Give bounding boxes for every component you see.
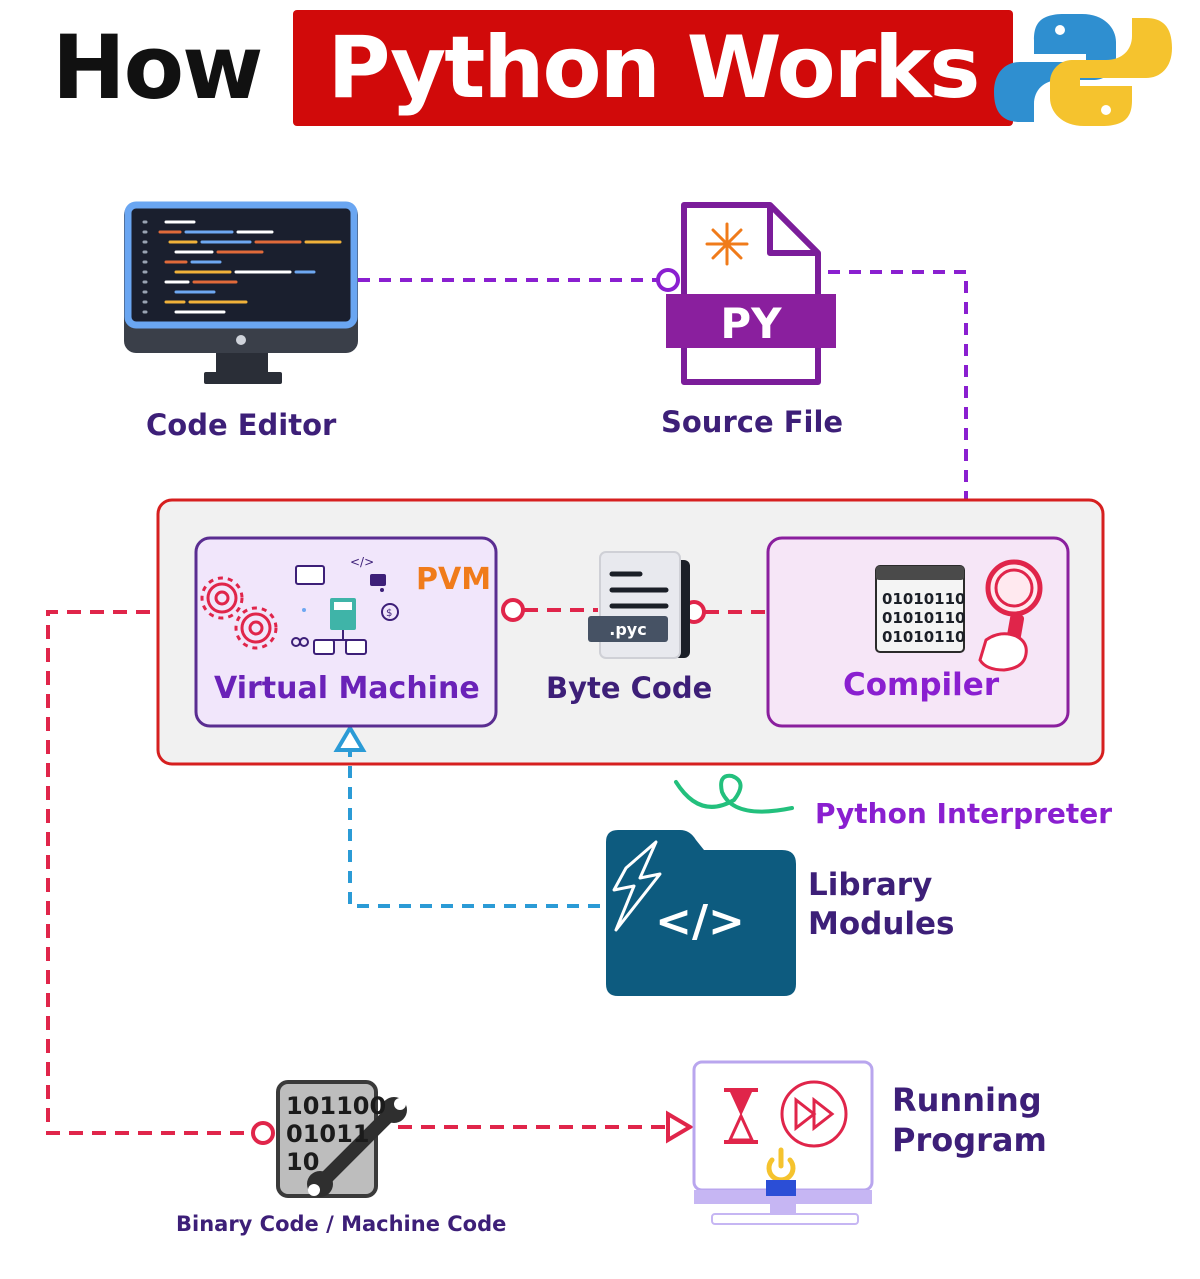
binary-window-icon xyxy=(875,565,965,653)
interpreter-squiggle-icon xyxy=(674,773,794,814)
connector-bytecode-to-vm xyxy=(501,598,598,622)
running-program-label-line1: Running xyxy=(892,1081,1042,1119)
connector-editor-to-source xyxy=(358,268,680,292)
code-editor-icon xyxy=(124,201,358,384)
pvm-label: PVM xyxy=(416,562,491,597)
svg-text:</>: </> xyxy=(655,896,745,947)
svg-text:$: $ xyxy=(386,608,392,619)
python-interpreter-label: Python Interpreter xyxy=(815,797,1113,830)
byte-code-label: Byte Code xyxy=(546,671,713,705)
machine-code-line-2: 01011 xyxy=(286,1120,370,1148)
title-prefix: How xyxy=(52,16,263,119)
connector-source-to-compiler xyxy=(828,270,977,535)
binary-line-3: 01010110 xyxy=(882,628,966,646)
library-label-line2: Modules xyxy=(808,906,955,942)
hourglass-icon xyxy=(724,1088,758,1144)
machine-code-label: Binary Code / Machine Code xyxy=(176,1212,507,1236)
compiler-label: Compiler xyxy=(843,667,1000,703)
byte-code-file-icon xyxy=(588,551,690,659)
power-button-icon xyxy=(766,1147,796,1196)
library-folder-icon: </> xyxy=(606,830,796,996)
machine-code-line-1: 101100 xyxy=(286,1092,386,1120)
connector-library-to-vm xyxy=(333,724,600,908)
title-highlight xyxy=(293,10,1013,126)
vm-tech-icon: </> $ xyxy=(291,555,399,655)
binary-line-1: 01010110 xyxy=(882,590,966,608)
machine-code-line-3: 10 xyxy=(286,1148,319,1176)
running-program-label-line2: Program xyxy=(892,1121,1047,1159)
python-logo-icon xyxy=(994,14,1172,126)
source-file-icon xyxy=(666,202,836,385)
library-label-line1: Library xyxy=(808,867,933,903)
gears-icon xyxy=(200,576,278,650)
connector-machine-code-to-running xyxy=(398,1110,694,1144)
page-title: Python Works xyxy=(327,18,981,118)
source-file-label: Source File xyxy=(661,405,844,439)
running-program-monitor-icon xyxy=(692,1060,874,1225)
virtual-machine-box xyxy=(194,536,498,728)
magnifier-icon xyxy=(978,559,1043,672)
code-editor-label: Code Editor xyxy=(146,408,337,442)
connector-vm-to-machine-code xyxy=(46,610,275,1145)
virtual-machine-label: Virtual Machine xyxy=(214,671,480,706)
svg-text:</>: </> xyxy=(350,555,374,569)
machine-code-chip-icon xyxy=(276,1080,407,1198)
source-file-badge: PY xyxy=(720,299,782,348)
spark-icon xyxy=(705,222,749,266)
pyc-label: .pyc xyxy=(609,620,646,639)
binary-line-2: 01010110 xyxy=(882,609,966,627)
fast-forward-icon xyxy=(780,1080,848,1148)
